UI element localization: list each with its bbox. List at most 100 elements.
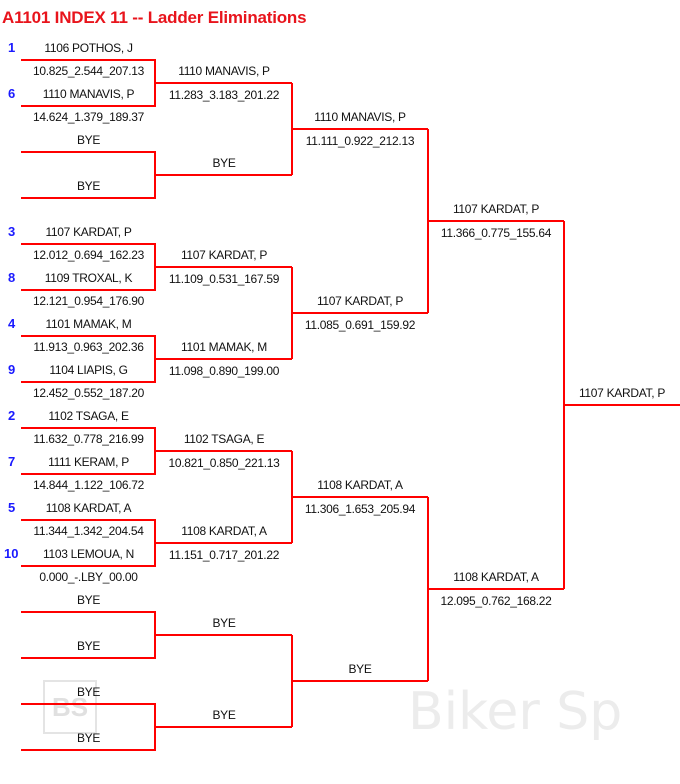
bracket-line bbox=[21, 242, 156, 246]
bracket-line bbox=[156, 266, 292, 268]
bracket-line bbox=[21, 196, 156, 200]
round4-name: 1107 KARDAT, P bbox=[452, 202, 540, 216]
bracket-line bbox=[153, 428, 157, 475]
round2-time: 11.098_0.890_199.00 bbox=[168, 364, 280, 378]
round1-bottom-name: 1111 KERAM, P bbox=[48, 455, 129, 469]
round4-time: 12.095_0.762_168.22 bbox=[440, 594, 552, 608]
bracket-line bbox=[156, 174, 292, 176]
bracket-line bbox=[21, 748, 156, 752]
round1-bottom-time: 14.624_1.379_189.37 bbox=[32, 110, 145, 124]
bracket-line bbox=[21, 380, 156, 384]
round3-time: 11.306_1.653_205.94 bbox=[304, 502, 416, 516]
seed-number: 5 bbox=[8, 500, 16, 515]
bracket-line bbox=[21, 334, 156, 338]
round2-name: 1107 KARDAT, P bbox=[180, 248, 268, 262]
bracket-line bbox=[428, 588, 564, 590]
bracket-line bbox=[153, 704, 157, 751]
bracket-line bbox=[21, 288, 156, 292]
round3-name: 1107 KARDAT, P bbox=[316, 294, 404, 308]
round2-name: 1110 MANAVIS, P bbox=[178, 64, 270, 78]
round3-name: 1108 KARDAT, A bbox=[317, 478, 403, 492]
round2-name: 1102 TSAGA, E bbox=[183, 432, 265, 446]
final-winner-name: 1107 KARDAT, P bbox=[578, 386, 666, 400]
seed-number: 1 bbox=[8, 40, 16, 55]
round3-time: 11.085_0.691_159.92 bbox=[304, 318, 416, 332]
bracket-line bbox=[153, 60, 157, 107]
bracket-line bbox=[153, 244, 157, 291]
round1-bottom-name: 1103 LEMOUA, N bbox=[43, 547, 134, 561]
round2-time: 11.151_0.717_201.22 bbox=[168, 548, 280, 562]
watermark-logo: BS bbox=[43, 680, 97, 734]
round2-name: 1108 KARDAT, A bbox=[181, 524, 267, 538]
seed-number: 2 bbox=[8, 408, 16, 423]
round1-top-name: BYE bbox=[76, 133, 101, 147]
bracket-line bbox=[156, 358, 292, 360]
round3-name: 1110 MANAVIS, P bbox=[314, 110, 406, 124]
round1-top-name: 1108 KARDAT, A bbox=[45, 501, 132, 515]
bracket-line bbox=[156, 450, 292, 452]
watermark: Biker Sp bbox=[408, 682, 623, 742]
bracket-line bbox=[21, 656, 156, 660]
round1-top-name: 1106 POTHOS, J bbox=[44, 41, 133, 55]
round1-top-name: BYE bbox=[76, 685, 101, 699]
round1-top-time: 10.825_2.544_207.13 bbox=[32, 64, 145, 78]
bracket-line bbox=[21, 702, 156, 706]
round1-bottom-time: 12.452_0.552_187.20 bbox=[32, 386, 145, 400]
seed-number: 7 bbox=[8, 454, 16, 469]
bracket-line bbox=[153, 520, 157, 567]
bracket-line bbox=[292, 312, 428, 314]
seed-number: 8 bbox=[8, 270, 16, 285]
bracket-line bbox=[21, 58, 156, 62]
bracket-line bbox=[21, 610, 156, 614]
round1-top-time: 12.012_0.694_162.23 bbox=[32, 248, 145, 262]
bracket-line bbox=[21, 150, 156, 154]
round3-name: BYE bbox=[348, 662, 372, 676]
seed-number: 6 bbox=[8, 86, 16, 101]
round1-top-time: 11.632_0.778_216.99 bbox=[33, 432, 144, 446]
bracket-line bbox=[156, 542, 292, 544]
seed-number: 4 bbox=[8, 316, 16, 331]
round1-bottom-name: 1110 MANAVIS, P bbox=[42, 87, 135, 101]
round2-time: 10.821_0.850_221.13 bbox=[168, 456, 280, 470]
round4-name: 1108 KARDAT, A bbox=[453, 570, 539, 584]
round2-name: BYE bbox=[212, 156, 236, 170]
round1-bottom-time: 14.844_1.122_106.72 bbox=[32, 478, 145, 492]
bracket-line bbox=[564, 404, 680, 406]
bracket-line bbox=[156, 634, 292, 636]
bracket-line bbox=[156, 82, 292, 84]
round1-bottom-time: 0.000_-.LBY_00.00 bbox=[39, 570, 138, 584]
round2-time: 11.109_0.531_167.59 bbox=[168, 272, 280, 286]
bracket-line bbox=[156, 726, 292, 728]
round1-top-time: 11.913_0.963_202.36 bbox=[33, 340, 144, 354]
round1-top-time: 11.344_1.342_204.54 bbox=[33, 524, 144, 538]
round1-bottom-time: 12.121_0.954_176.90 bbox=[32, 294, 145, 308]
bracket-line bbox=[153, 612, 157, 659]
round2-name: BYE bbox=[212, 616, 236, 630]
round1-bottom-name: 1104 LIAPIS, G bbox=[49, 363, 128, 377]
bracket-line bbox=[292, 496, 428, 498]
round1-top-name: 1101 MAMAK, M bbox=[45, 317, 132, 331]
bracket-line bbox=[21, 104, 156, 108]
seed-number: 3 bbox=[8, 224, 16, 239]
bracket-line bbox=[292, 680, 428, 682]
bracket-line bbox=[428, 220, 564, 222]
round1-top-name: 1107 KARDAT, P bbox=[45, 225, 132, 239]
page-title: A1101 INDEX 11 -- Ladder Eliminations bbox=[2, 8, 307, 27]
round2-time: 11.283_3.183_201.22 bbox=[168, 88, 280, 102]
round3-time: 11.111_0.922_212.13 bbox=[305, 134, 415, 148]
bracket-line bbox=[21, 426, 156, 430]
round1-bottom-name: BYE bbox=[76, 731, 101, 745]
bracket-line bbox=[292, 128, 428, 130]
bracket-line bbox=[21, 518, 156, 522]
round1-top-name: 1102 TSAGA, E bbox=[48, 409, 129, 423]
round2-name: BYE bbox=[212, 708, 236, 722]
round1-bottom-name: BYE bbox=[76, 179, 101, 193]
bracket-line bbox=[21, 472, 156, 476]
round1-bottom-name: BYE bbox=[76, 639, 101, 653]
bracket-line bbox=[153, 336, 157, 383]
bracket-line bbox=[153, 152, 157, 199]
bracket-line bbox=[21, 564, 156, 568]
round1-bottom-name: 1109 TROXAL, K bbox=[44, 271, 133, 285]
seed-number: 9 bbox=[8, 362, 16, 377]
round1-top-name: BYE bbox=[76, 593, 101, 607]
